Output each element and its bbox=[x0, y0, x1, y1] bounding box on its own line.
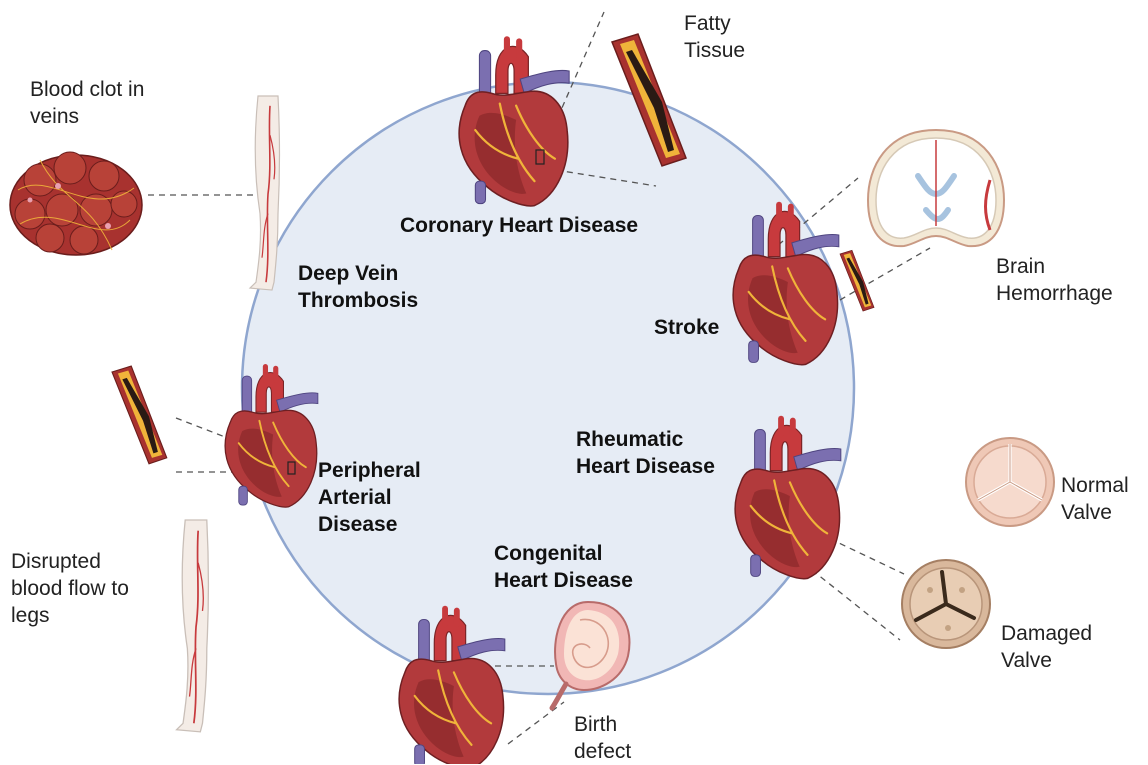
label-line: Stroke bbox=[654, 314, 719, 341]
label-line: Deep Vein bbox=[298, 260, 418, 287]
callout-brain-hemorrhage: Brain Hemorrhage bbox=[996, 253, 1113, 307]
label-line: Hemorrhage bbox=[996, 280, 1113, 307]
label-line: Arterial bbox=[318, 484, 421, 511]
leg-icon-dvt bbox=[250, 96, 280, 290]
label-congenital-heart-disease: Congenital Heart Disease bbox=[494, 540, 633, 594]
label-line: Disease bbox=[318, 511, 421, 538]
leg-icon-peripheral bbox=[177, 520, 209, 732]
label-line: Thrombosis bbox=[298, 287, 418, 314]
label-line: Brain bbox=[996, 253, 1113, 280]
callout-normal-valve: Normal Valve bbox=[1061, 472, 1129, 526]
callout-fatty-tissue: Fatty Tissue bbox=[684, 10, 745, 64]
label-line: Normal bbox=[1061, 472, 1129, 499]
label-line: Heart Disease bbox=[494, 567, 633, 594]
label-line: Valve bbox=[1001, 647, 1092, 674]
label-line: defect bbox=[574, 738, 631, 765]
callout-blood-clot: Blood clot in veins bbox=[30, 76, 144, 130]
label-coronary-heart-disease: Coronary Heart Disease bbox=[400, 212, 638, 239]
label-line: Birth bbox=[574, 711, 631, 738]
label-line: Peripheral bbox=[318, 457, 421, 484]
label-line: legs bbox=[11, 602, 129, 629]
artery-icon-peripheral bbox=[112, 366, 167, 464]
damaged-valve-icon bbox=[902, 560, 990, 648]
callout-birth-defect: Birth defect bbox=[574, 711, 631, 765]
label-line: Rheumatic bbox=[576, 426, 715, 453]
label-line: Heart Disease bbox=[576, 453, 715, 480]
callout-damaged-valve: Damaged Valve bbox=[1001, 620, 1092, 674]
label-line: Fatty bbox=[684, 10, 745, 37]
label-peripheral-arterial-disease: Peripheral Arterial Disease bbox=[318, 457, 421, 538]
brain-section-icon bbox=[868, 130, 1004, 246]
label-line: blood flow to bbox=[11, 575, 129, 602]
label-deep-vein-thrombosis: Deep Vein Thrombosis bbox=[298, 260, 418, 314]
label-line: Congenital bbox=[494, 540, 633, 567]
label-line: Disrupted bbox=[11, 548, 129, 575]
label-line: Damaged bbox=[1001, 620, 1092, 647]
callout-disrupted-blood-flow: Disrupted blood flow to legs bbox=[11, 548, 129, 629]
label-rheumatic-heart-disease: Rheumatic Heart Disease bbox=[576, 426, 715, 480]
blood-clot-icon bbox=[10, 152, 142, 255]
normal-valve-icon bbox=[966, 438, 1054, 526]
label-line: Blood clot in bbox=[30, 76, 144, 103]
label-line: Valve bbox=[1061, 499, 1129, 526]
label-line: Coronary Heart Disease bbox=[400, 212, 638, 239]
artery-icon-brain bbox=[840, 250, 874, 311]
label-stroke: Stroke bbox=[654, 314, 719, 341]
label-line: veins bbox=[30, 103, 144, 130]
label-line: Tissue bbox=[684, 37, 745, 64]
